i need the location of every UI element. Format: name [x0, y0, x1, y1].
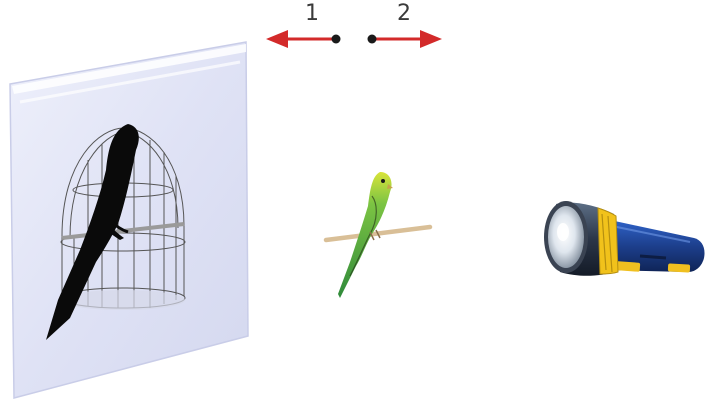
arrow-2-label: 2: [397, 1, 411, 26]
screen-panel: [9, 41, 249, 399]
parakeet-icon: [323, 172, 433, 298]
flashlight-icon: [544, 201, 705, 276]
arrow-right-2: 2: [367, 1, 442, 48]
bird-in-cage-shadow: [46, 124, 186, 340]
arrow-1-label: 1: [305, 1, 319, 26]
arrow-left-1: 1: [266, 1, 341, 48]
